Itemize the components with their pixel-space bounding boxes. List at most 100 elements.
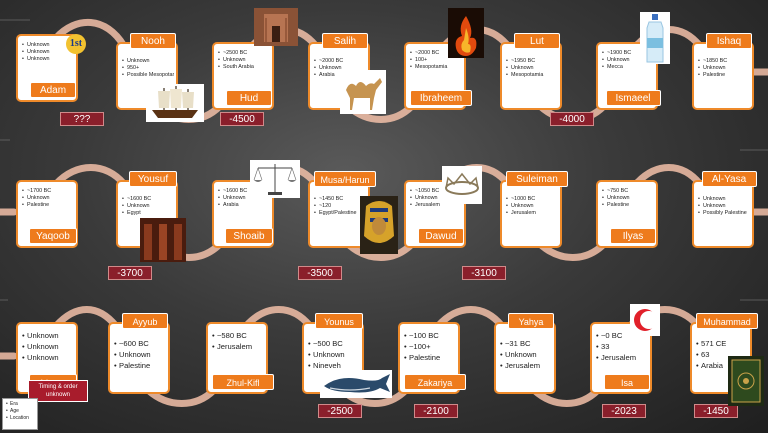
prophet-card-ishaq: ~1850 BCUnknownPalestine — [692, 42, 754, 110]
connector-arrow — [144, 386, 218, 407]
year-marker: -2023 — [602, 404, 646, 418]
year-marker: ??? — [60, 112, 104, 126]
prophet-name-suleiman: Suleiman — [506, 171, 568, 187]
prophet-name-al-yasa: Al-Yasa — [701, 171, 757, 187]
legend-box: Era Age Location — [2, 398, 38, 430]
connector-arrow — [344, 240, 416, 261]
prophet-detail: Possibly Palestine — [698, 210, 750, 217]
prophet-detail: Mecca — [602, 64, 654, 71]
year-marker: -4500 — [220, 112, 264, 126]
prophet-detail: Egypt/Palestine — [314, 210, 366, 217]
prophet-detail: Mesopotamia — [506, 72, 558, 79]
prophet-detail: Unknown — [308, 349, 360, 360]
prophet-detail: Unknown — [22, 195, 74, 202]
legend-item-location: Location — [6, 415, 35, 422]
year-marker: -3700 — [108, 266, 152, 280]
prophet-detail: Palestine — [114, 360, 166, 371]
prophet-detail: ~1600 BC — [218, 188, 270, 195]
prophet-name-yaqoob: Yaqoob — [29, 228, 77, 244]
prophet-name-hud: Hud — [226, 90, 272, 106]
prophet-card-lut: ~1950 BCUnknownMesopotamia — [500, 42, 562, 110]
prophet-detail: ~1050 BC — [410, 188, 462, 195]
prophet-detail: Arabia — [314, 72, 366, 79]
prophet-detail: ~2500 BC — [218, 50, 270, 57]
legend-item-age: Age — [6, 408, 35, 415]
prophet-detail: Unknown — [22, 49, 74, 56]
prophet-detail: Mesopotamia — [410, 64, 462, 71]
prophet-detail: ~580 BC — [212, 330, 264, 341]
prophet-name-shoaib: Shoaib — [225, 228, 273, 244]
prophet-detail: Unknown — [602, 57, 654, 64]
prophet-detail: Unknown — [314, 65, 366, 72]
prophet-detail: ~2000 BC — [410, 50, 462, 57]
prophet-name-ayyub: Ayyub — [122, 313, 168, 329]
prophet-detail: Arabia — [696, 360, 748, 371]
connector-arrow — [242, 306, 314, 330]
prophet-name-lut: Lut — [514, 33, 560, 49]
year-marker: -3100 — [462, 266, 506, 280]
connector-arrow — [52, 164, 128, 188]
legend-item-era: Era — [6, 401, 35, 408]
prophet-detail: ~100 BC — [404, 330, 456, 341]
prophet-detail: Unknown — [500, 349, 552, 360]
prophet-detail: Jerusalem — [596, 352, 648, 363]
prophet-detail: Unknown — [218, 195, 270, 202]
prophet-name-zakariya: Zakariya — [404, 374, 466, 390]
prophet-detail: Palestine — [602, 202, 654, 209]
prophet-detail: Unknown — [122, 203, 174, 210]
prophet-detail: ~1950 BC — [506, 58, 558, 65]
year-marker: -3500 — [298, 266, 342, 280]
prophet-detail: Unknown — [506, 203, 558, 210]
prophet-detail: ~31 BC — [500, 338, 552, 349]
prophet-card-suleiman: ~1000 BCUnknownJerusalem — [500, 180, 562, 248]
prophet-detail: Unknown — [22, 352, 74, 363]
connector-arrow — [52, 306, 120, 330]
prophet-detail: ~750 BC — [602, 188, 654, 195]
prophet-detail: Unknown — [698, 65, 750, 72]
prophet-detail: ~1450 BC — [314, 196, 366, 203]
prophet-name-yahya: Yahya — [508, 313, 554, 329]
tutankhamun-image — [360, 196, 398, 254]
prophet-name-yousuf: Yousuf — [129, 171, 177, 187]
prophet-name-adam: Adam — [30, 82, 76, 98]
prophet-name-zhul-kifl: Zhul-Kifl — [212, 374, 274, 390]
prophet-detail: Unknown — [698, 203, 750, 210]
temple-columns-image — [140, 218, 186, 262]
prophet-card-yahya: ~31 BCUnknownJerusalem — [494, 322, 556, 394]
prophet-detail: ~500 BC — [308, 338, 360, 349]
prophet-detail: Unknown — [506, 65, 558, 72]
prophet-detail: Unknown — [218, 57, 270, 64]
fire-image — [448, 8, 484, 58]
year-marker: -2500 — [318, 404, 362, 418]
prophet-card-ayyub: ~600 BCUnknownPalestine — [108, 322, 170, 394]
connector-arrow — [530, 386, 602, 407]
prophet-detail: ~0 BC — [596, 330, 648, 341]
prophet-detail: ~1600 BC — [122, 196, 174, 203]
whale-image — [320, 370, 392, 398]
crescent-image — [630, 304, 660, 336]
prophet-detail: 63 — [696, 349, 748, 360]
prophet-detail: Jerusalem — [506, 210, 558, 217]
connector-arrow — [434, 306, 506, 330]
prophet-name-ibraheem: Ibraheem — [410, 90, 472, 106]
prophet-detail: Unknown — [22, 341, 74, 352]
prophet-detail: Palestine — [404, 352, 456, 363]
prophet-detail: Unknown — [122, 58, 174, 65]
prophet-detail: Unknown — [602, 195, 654, 202]
year-marker: -2100 — [414, 404, 458, 418]
legend-title: Timing & order unknown — [28, 380, 88, 402]
year-marker: -1450 — [694, 404, 738, 418]
prophet-detail: 571 CE — [696, 338, 748, 349]
prophet-detail: ~1000 BC — [506, 196, 558, 203]
prophet-name-nooh: Nooh — [130, 33, 176, 49]
prophet-card-al-yasa: UnknownUnknownPossibly Palestine — [692, 180, 754, 248]
prophet-detail: ~1850 BC — [698, 58, 750, 65]
prophet-detail: Jerusalem — [212, 341, 264, 352]
prophet-detail: Possible Mesopotamia — [122, 72, 174, 79]
prophet-detail: ~1900 BC — [602, 50, 654, 57]
prophet-detail: 33 — [596, 341, 648, 352]
connector-arrow — [52, 19, 128, 50]
prophet-detail: Unknown — [698, 196, 750, 203]
camel-image — [340, 70, 386, 114]
crown-image — [442, 166, 482, 204]
